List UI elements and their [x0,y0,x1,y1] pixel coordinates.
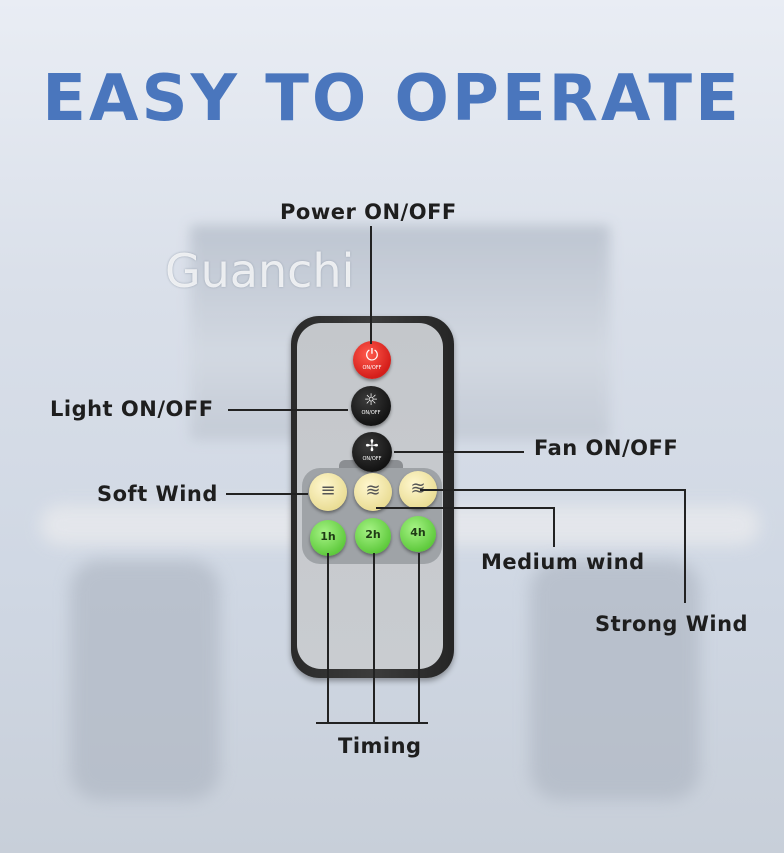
fan-callout-label: Fan ON/OFF [534,436,679,460]
strong-callout-label: Strong Wind [595,612,749,636]
timer-2h-button[interactable]: 2h [355,518,391,554]
timer-1h-button[interactable]: 1h [310,520,346,556]
soft-callout-label: Soft Wind [97,482,218,506]
timer-4h-button[interactable]: 4h [400,516,436,552]
timing-callout-label: Timing [338,734,422,758]
medium-wind-icon: ≋ [365,480,381,501]
medium-wind-button[interactable]: ≋ [354,473,392,511]
timing-callout-bracket [316,722,428,724]
light-callout-label: Light ON/OFF [50,397,214,421]
light-button-label: ON/OFF [361,410,381,416]
power-callout-line [370,226,372,344]
timer-2h-label: 2h [365,528,381,541]
timing-line-4h [418,553,420,723]
soft-wind-icon: ≡ [320,480,336,501]
medium-callout-label: Medium wind [481,550,645,574]
brand-watermark: Guanchi [165,244,355,298]
bulb-icon: ☼ [363,390,379,409]
soft-callout-line [226,493,308,495]
timing-line-1h [327,553,329,723]
background-chair-left [70,560,220,800]
power-button-label: ON/OFF [362,365,382,371]
timer-1h-label: 1h [320,530,336,543]
medium-callout-line-h [376,507,555,509]
timing-line-2h [373,553,375,723]
light-callout-line [228,409,348,411]
fan-button[interactable]: ✢ ON/OFF [352,432,392,472]
fan-icon: ✢ [365,436,379,455]
power-callout-label: Power ON/OFF [280,200,457,224]
medium-callout-line-v [553,507,555,547]
fan-callout-line [394,451,524,453]
background-chair-right [530,560,700,800]
power-icon: ⏻ [365,345,379,364]
power-button[interactable]: ⏻ ON/OFF [353,341,391,379]
strong-callout-line-v [684,489,686,603]
light-button[interactable]: ☼ ON/OFF [351,386,391,426]
soft-wind-button[interactable]: ≡ [309,473,347,511]
timer-4h-label: 4h [410,526,426,539]
strong-callout-line-h [420,489,686,491]
strong-wind-icon: ≋ [410,478,426,499]
page-title: EASY TO OPERATE [42,62,742,136]
fan-button-label: ON/OFF [362,456,382,462]
